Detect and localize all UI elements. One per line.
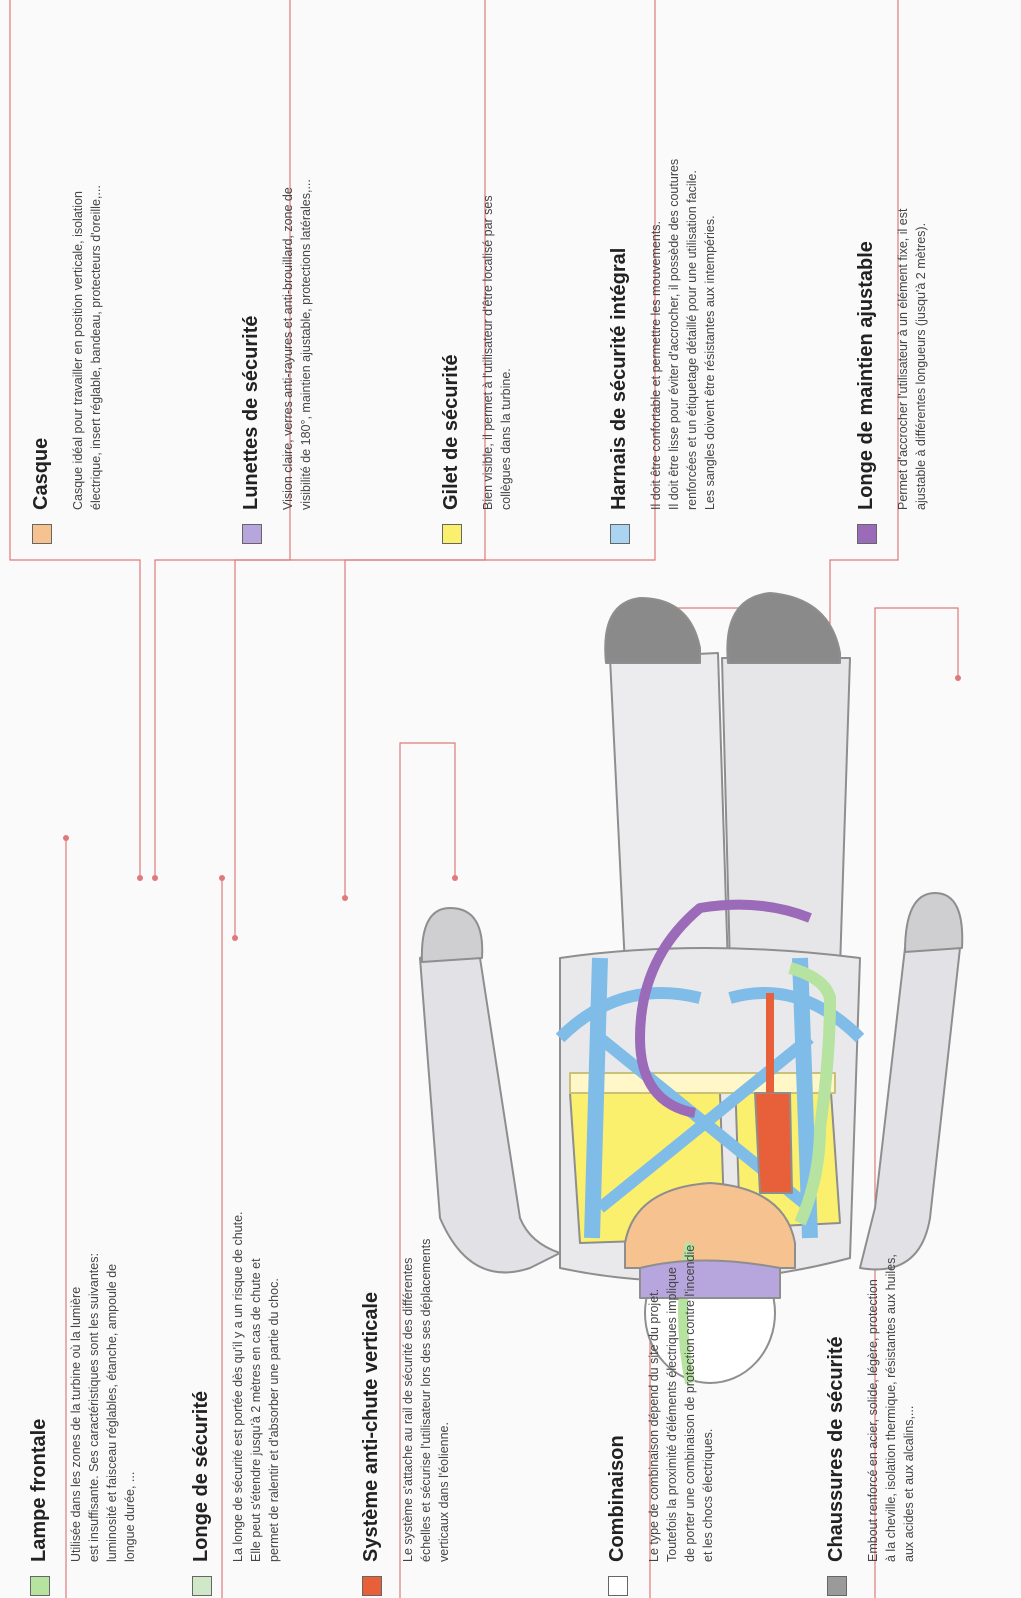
desc-lampe: Utilisée dans les zones de la turbine où…: [67, 1253, 139, 1596]
title-gilet: Gilet de sécurité: [440, 354, 463, 510]
section-lampe: Lampe frontale Utilisée dans les zones d…: [28, 1253, 139, 1596]
left-hand: [422, 908, 482, 962]
section-chaussures: Chaussures de sécurité Embout renforcé e…: [825, 1254, 918, 1596]
desc-gilet: Bien visible, il permet à l'utilisateur …: [479, 195, 515, 544]
right-leg: [722, 658, 850, 968]
vest-strip: [570, 1073, 835, 1093]
title-casque: Casque: [30, 438, 53, 510]
section-lunettes: Lunettes de sécurité Vision claire, verr…: [240, 179, 315, 544]
title-lunettes: Lunettes de sécurité: [240, 315, 263, 510]
desc-harnais: Il doit être confortable et permettre le…: [647, 159, 719, 544]
right-arm: [860, 938, 960, 1269]
swatch-longe-securite: [192, 1576, 212, 1596]
section-longe-securite: Longe de sécurité La longe de sécurité e…: [190, 1211, 283, 1596]
swatch-antichute: [362, 1576, 382, 1596]
section-casque: Casque Casque idéal pour travailler en p…: [30, 185, 105, 544]
swatch-lampe: [30, 1576, 50, 1596]
swatch-longe-maintien: [857, 524, 877, 544]
boot-left: [605, 598, 700, 663]
section-gilet: Gilet de sécurité Bien visible, il perme…: [440, 195, 515, 544]
boot-right: [727, 593, 840, 663]
swatch-gilet: [442, 524, 462, 544]
swatch-casque: [32, 524, 52, 544]
section-combinaison: Combinaison Le type de combinaison dépen…: [606, 1245, 717, 1596]
swatch-combinaison: [608, 1576, 628, 1596]
desc-longe-maintien: Permet d'accrocher l'utilisateur à un él…: [894, 209, 930, 544]
title-harnais: Harnais de sécurité intégral: [608, 248, 631, 510]
title-longe-maintien: Longe de maintien ajustable: [855, 241, 878, 510]
section-antichute: Système anti-chute verticale Le système …: [360, 1239, 453, 1596]
title-lampe: Lampe frontale: [28, 1419, 51, 1562]
antichute-device: [755, 1093, 792, 1193]
swatch-lunettes: [242, 524, 262, 544]
left-arm: [420, 948, 560, 1272]
section-harnais: Harnais de sécurité intégral Il doit êtr…: [608, 159, 719, 544]
title-chaussures: Chaussures de sécurité: [825, 1336, 848, 1562]
left-leg: [610, 653, 728, 968]
section-longe-maintien: Longe de maintien ajustable Permet d'acc…: [855, 209, 930, 544]
desc-casque: Casque idéal pour travailler en position…: [69, 185, 105, 544]
desc-lunettes: Vision claire, verres anti-rayures et an…: [279, 179, 315, 544]
title-combinaison: Combinaison: [606, 1435, 629, 1562]
desc-combinaison: Le type de combinaison dépend du site du…: [645, 1245, 717, 1596]
right-hand: [905, 893, 962, 952]
desc-longe-securite: La longe de sécurité est portée dès qu'i…: [229, 1211, 283, 1596]
swatch-chaussures: [827, 1576, 847, 1596]
title-antichute: Système anti-chute verticale: [360, 1292, 383, 1562]
desc-chaussures: Embout renforcé en acier, solide, légère…: [864, 1254, 918, 1596]
title-longe-securite: Longe de sécurité: [190, 1391, 213, 1562]
desc-antichute: Le système s'attache au rail de sécurité…: [399, 1239, 453, 1596]
swatch-harnais: [610, 524, 630, 544]
